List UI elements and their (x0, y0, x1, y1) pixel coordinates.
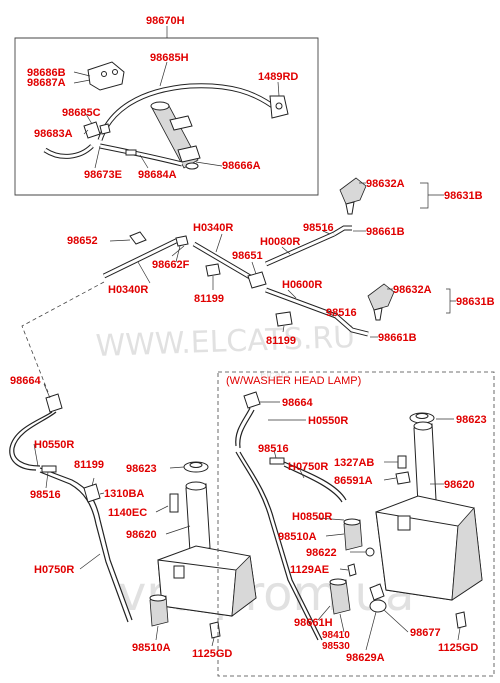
bracket-part (87, 61, 125, 91)
clip-part (129, 231, 147, 245)
connector-part (175, 235, 189, 247)
bolt-part (209, 621, 221, 639)
label-1129ae: 1129AE (290, 564, 329, 576)
label-98661b-lower: 98661B (378, 332, 417, 344)
watermark-small: Elcats (260, 370, 290, 381)
watermark-site: WWW.ELCATS.RU (95, 320, 356, 364)
label-98631b-upper: 98631B (444, 190, 483, 202)
label-h0850r: H0850R (292, 511, 332, 523)
label-h0550r-left: H0550R (34, 439, 74, 451)
bolt-part (455, 611, 467, 629)
assembly-frame (14, 37, 319, 196)
junction-part (247, 271, 267, 289)
reservoir-cap-right (409, 412, 435, 424)
joint-part (41, 465, 57, 473)
label-h0750r-right: H0750R (288, 461, 328, 473)
bracket-part (369, 583, 385, 601)
washer-reservoir-left (157, 481, 257, 617)
label-98516-left: 98516 (30, 489, 61, 501)
label-98662f: 98662F (152, 259, 190, 271)
grommet-part (365, 547, 375, 557)
label-98677: 98677 (410, 627, 441, 639)
label-98664-left: 98664 (10, 375, 41, 387)
clip-part (395, 471, 411, 485)
label-98410: 98410 (322, 630, 350, 641)
label-98632a-upper: 98632A (366, 178, 405, 190)
connector-part (99, 123, 111, 135)
label-98664-right: 98664 (282, 397, 313, 409)
label-98670h: 98670H (146, 15, 185, 27)
label-1125gd-left: 1125GD (192, 648, 232, 660)
clip-part (205, 263, 221, 277)
label-98620-right: 98620 (444, 479, 475, 491)
connector-part (243, 391, 261, 409)
washer-nozzle-lower (367, 283, 395, 321)
clip-part (275, 311, 293, 327)
label-98683a: 98683A (34, 128, 73, 140)
label-98516-mid: 98516 (326, 307, 357, 319)
washer-pump-left (149, 594, 169, 627)
washer-nozzle-cylinder (150, 101, 201, 170)
washer-nozzle-upper (339, 177, 367, 215)
label-98631b-lower: 98631B (456, 296, 495, 308)
head-lamp-box (217, 371, 495, 677)
connector-part (45, 393, 63, 413)
label-98516-right: 98516 (258, 443, 289, 455)
label-1310ba: 1310BA (104, 488, 144, 500)
reservoir-cap (183, 461, 209, 473)
label-98632a-lower: 98632A (393, 284, 432, 296)
joint-part (125, 149, 137, 156)
connector-part (83, 121, 101, 139)
washer-reservoir-right (375, 421, 483, 601)
label-h0600r: H0600R (282, 279, 322, 291)
label-98620-left: 98620 (126, 529, 157, 541)
label-81199-lower: 81199 (266, 335, 296, 347)
label-h0550r-right: H0550R (308, 415, 348, 427)
label-h0340r-lower: H0340R (108, 284, 148, 296)
label-98673e: 98673E (84, 169, 122, 181)
label-1140ec: 1140EC (108, 507, 147, 519)
label-98623-left: 98623 (126, 463, 157, 475)
washer-motor (329, 578, 351, 615)
label-98623-right: 98623 (456, 414, 487, 426)
label-98510a-right: 98510A (278, 531, 317, 543)
label-98510a-left: 98510A (132, 642, 171, 654)
bolt-part (347, 563, 357, 577)
label-98685h: 98685H (150, 52, 189, 64)
label-98516-upper: 98516 (303, 222, 334, 234)
label-h0080r: H0080R (260, 236, 300, 248)
label-h0340r-upper: H0340R (193, 222, 233, 234)
joint-part (269, 457, 285, 465)
label-98666a: 98666A (222, 160, 261, 172)
bolt-part (169, 493, 179, 513)
clip-part (269, 95, 289, 119)
label-98687a: 98687A (27, 77, 66, 89)
label-98661b-upper: 98661B (366, 226, 405, 238)
washer-pump-right (343, 518, 363, 551)
label-98629a: 98629A (346, 652, 385, 664)
head-lamp-note: (W/WASHER HEAD LAMP) (226, 375, 361, 387)
routing-dashed-line (21, 281, 105, 393)
label-1125gd-right: 1125GD (438, 642, 478, 654)
label-98684a: 98684A (138, 169, 177, 181)
label-98651: 98651 (232, 250, 263, 262)
label-98652: 98652 (67, 235, 98, 247)
label-98661h: 98661H (294, 617, 333, 629)
bolt-part (397, 455, 407, 469)
label-1327ab: 1327AB (334, 457, 374, 469)
seal-part (369, 599, 387, 613)
label-1489rd: 1489RD (258, 71, 298, 83)
label-h0750r-left: H0750R (34, 564, 74, 576)
label-86591a: 86591A (334, 475, 373, 487)
label-98530: 98530 (322, 641, 350, 652)
label-98685c: 98685C (62, 107, 101, 119)
label-81199-left: 81199 (74, 459, 104, 471)
label-98686b: 98686B (27, 67, 66, 79)
label-98622: 98622 (306, 547, 337, 559)
label-81199-mid: 81199 (194, 293, 224, 305)
